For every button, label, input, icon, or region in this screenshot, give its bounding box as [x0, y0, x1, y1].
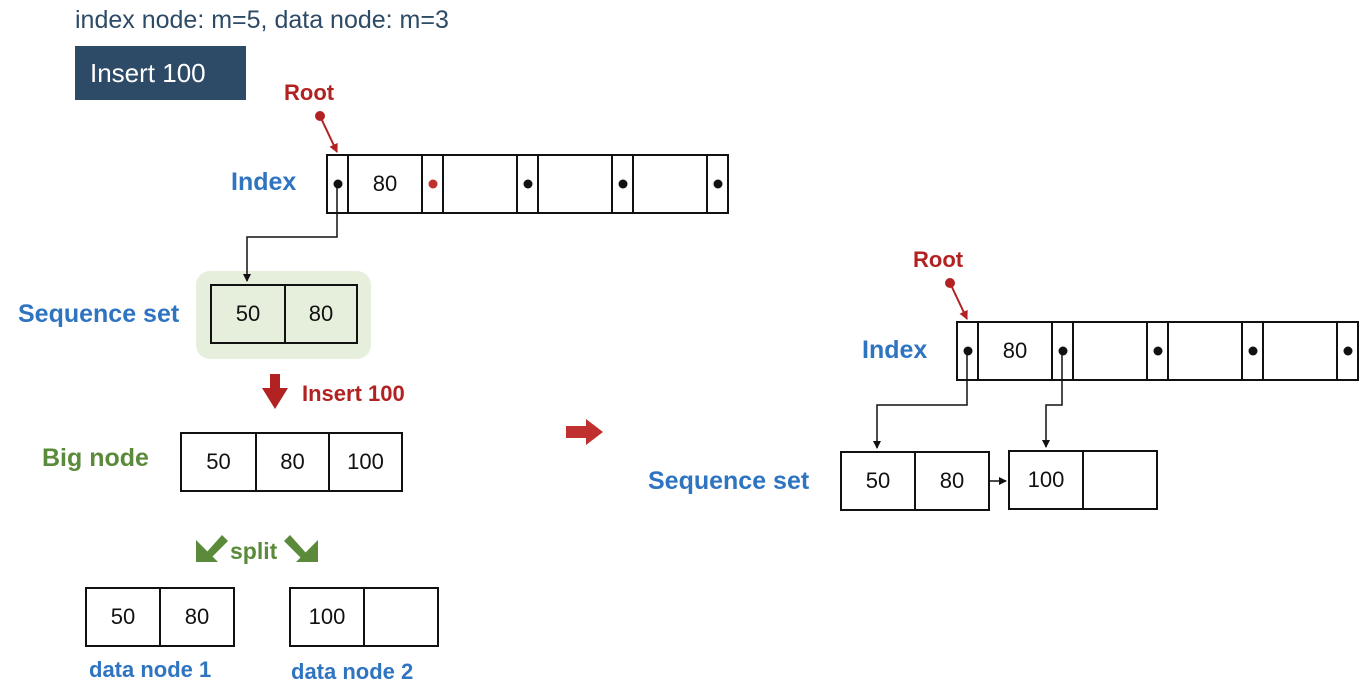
big-node-label: Big node: [42, 444, 149, 472]
sequence-key-cell: [1082, 450, 1158, 510]
split-arrow-left-icon: [196, 535, 228, 562]
sequence-set-label-right: Sequence set: [648, 467, 810, 495]
index-key-cell: [1072, 321, 1148, 381]
insert-down-arrow: [262, 374, 288, 409]
sequence-set-label-left: Sequence set: [18, 300, 180, 328]
index-label-left: Index: [231, 168, 297, 196]
split-label: split: [230, 538, 278, 564]
data-node-1-key-cell: 80: [159, 587, 235, 647]
sequence-key-cell: 100: [1008, 450, 1084, 510]
data-node-2-key-cell: [363, 587, 439, 647]
index-key-cell: [537, 154, 613, 214]
index-pointer-cell: [706, 154, 729, 214]
page-title: index node: m=5, data node: m=3: [75, 6, 449, 34]
index-pointer-cell: [421, 154, 444, 214]
root-label-left: Root: [284, 80, 335, 105]
data-node-2-label: data node 2: [291, 659, 414, 684]
index-key-cell: [632, 154, 708, 214]
sequence-key-cell: 50: [210, 284, 286, 344]
root-label-right: Root: [913, 247, 964, 272]
big-node-key-cell: 80: [255, 432, 330, 492]
data-node-2-key-cell: 100: [289, 587, 365, 647]
index-to-node2-arrow: [1042, 351, 1063, 448]
sequence-key-cell: 80: [914, 451, 990, 511]
big-node-key-cell: 100: [328, 432, 403, 492]
index-to-node1-arrow: [873, 351, 968, 449]
index-key-cell: [1167, 321, 1243, 381]
index-label-right: Index: [862, 336, 928, 364]
sequence-key-cell: 50: [840, 451, 916, 511]
index-key-cell: 80: [977, 321, 1053, 381]
transition-arrow-icon: [566, 419, 603, 445]
data-node-1-key-cell: 50: [85, 587, 161, 647]
root-pointer-right: [945, 278, 968, 320]
sequence-key-cell: 80: [284, 284, 358, 344]
index-key-cell: [1262, 321, 1338, 381]
insert-step-label: Insert 100: [302, 381, 405, 406]
data-node-1-label: data node 1: [89, 657, 212, 682]
big-node-key-cell: 50: [180, 432, 257, 492]
root-pointer-left: [315, 111, 338, 153]
index-pointer-cell: [1336, 321, 1359, 381]
operation-banner: Insert 100: [75, 46, 246, 100]
split-arrow-right-icon: [284, 535, 318, 562]
index-to-sequence-arrow: [243, 183, 338, 282]
